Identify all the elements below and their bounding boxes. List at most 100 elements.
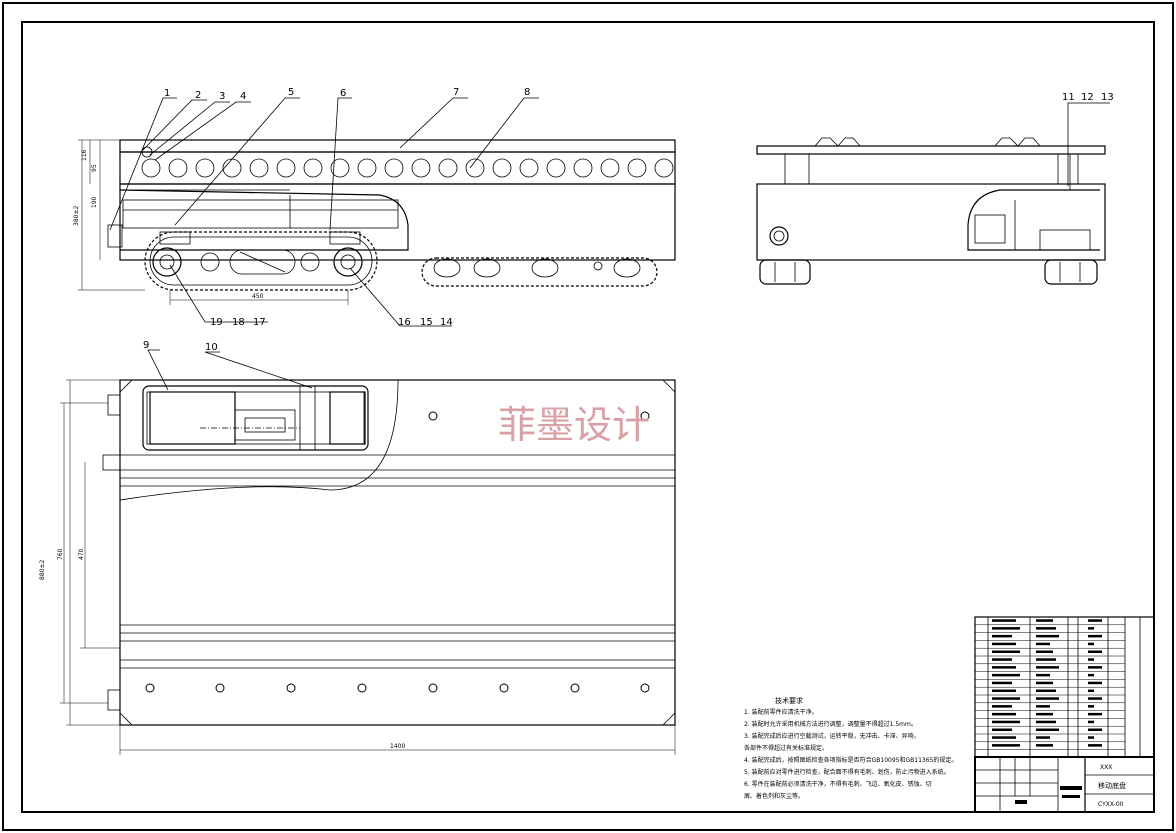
tech-line-3: 3. 装配完成后应进行空载测试，运转平稳，无冲击、卡滞、异响， [744, 732, 920, 740]
front-view [78, 139, 676, 305]
tech-line-8: 屑、着色剂和灰尘等。 [744, 792, 804, 800]
parts-row-material-mark [1088, 619, 1102, 622]
title-block: XXX 移动底盘 CYXX-00 [974, 756, 1155, 813]
parts-row-code-mark [992, 650, 1020, 653]
parts-row-material-mark [1088, 689, 1094, 692]
dim-380: 380±2 [73, 206, 80, 226]
balloon-12: 12 [1081, 92, 1094, 103]
inner-border [21, 21, 1155, 813]
parts-row-material-mark [1088, 634, 1102, 638]
parts-row-code-mark [992, 712, 1016, 716]
parts-row-name-mark [1036, 736, 1050, 739]
balloon-19: 19 [210, 317, 223, 328]
parts-row-name-mark [1036, 619, 1053, 622]
parts-row-name-mark [1036, 627, 1056, 630]
side-view [756, 102, 1110, 285]
top-leaders [109, 97, 539, 327]
title-code: XXX [1100, 764, 1112, 771]
dim-880: 880±2 [39, 560, 46, 580]
parts-row-code-mark [992, 697, 1020, 700]
balloon-9: 9 [143, 340, 149, 351]
parts-row-material-mark [1088, 728, 1102, 731]
top-view [60, 349, 676, 755]
parts-row-material-mark [1088, 666, 1102, 669]
watermark: 菲墨设计 [498, 403, 650, 447]
parts-row-name-mark [1036, 689, 1056, 692]
parts-row-code-mark [992, 642, 1016, 646]
balloon-8: 8 [524, 87, 530, 98]
balloon-10: 10 [205, 342, 218, 353]
dim-95: 95 [91, 164, 98, 172]
balloon-14: 14 [440, 317, 453, 328]
dim-760: 760 [57, 548, 64, 560]
conveyor-rollers [141, 158, 674, 178]
parts-row-name-mark [1036, 650, 1053, 653]
technical-requirements: 技术要求 1. 装配前零件应清洗干净。 2. 装配时允许采用机械方法进行调整，调… [744, 696, 957, 800]
dim-1400: 1400 [390, 743, 405, 750]
parts-row-code-mark [992, 619, 1016, 622]
parts-row-material-mark [1088, 658, 1094, 661]
tech-line-7: 6. 零件在装配前必须清洗干净，不得有毛刺、飞边、氧化皮、锈蚀、切 [744, 780, 932, 788]
title-drawing-no: CYXX-00 [1098, 801, 1124, 808]
parts-row-material-mark [1088, 627, 1094, 630]
parts-row-material-mark [1088, 705, 1094, 708]
parts-row-name-mark [1036, 634, 1059, 638]
parts-row-code-mark [992, 720, 1020, 724]
parts-row-code-mark [992, 673, 1020, 677]
balloon-16: 16 [398, 317, 411, 328]
tech-line-6: 5. 装配前应对零件进行检查，配合面不得有毛刺、划伤，防止污物进入系统。 [744, 768, 950, 776]
balloon-15: 15 [420, 317, 433, 328]
balloon-5: 5 [288, 87, 294, 98]
balloon-7: 7 [453, 87, 459, 98]
parts-row-code-mark [992, 689, 1016, 692]
parts-row-name-mark [1036, 720, 1056, 724]
parts-row-name-mark [1036, 697, 1059, 700]
balloon-4: 4 [240, 91, 246, 102]
left-track [144, 231, 378, 291]
parts-row-name-mark [1036, 658, 1056, 661]
parts-row-name-mark [1036, 642, 1050, 646]
parts-row-name-mark [1036, 666, 1059, 669]
parts-list [974, 616, 1155, 758]
balloon-18: 18 [232, 317, 245, 328]
parts-row-code-mark [992, 705, 1012, 708]
balloon-13: 13 [1101, 92, 1114, 103]
parts-row-code-mark [992, 658, 1012, 661]
dim-470: 470 [78, 548, 85, 560]
parts-row-code-mark [992, 728, 1012, 731]
parts-row-material-mark [1088, 697, 1102, 700]
dim-190: 190 [91, 196, 98, 208]
balloon-3: 3 [219, 91, 225, 102]
balloon-1: 1 [164, 88, 170, 99]
parts-row-material-mark [1088, 744, 1102, 747]
balloon-17: 17 [253, 317, 266, 328]
parts-row-name-mark [1036, 744, 1053, 747]
parts-row-code-mark [992, 744, 1020, 747]
parts-row-name-mark [1036, 681, 1053, 685]
parts-row-code-mark [992, 681, 1012, 685]
balloon-11: 11 [1062, 92, 1075, 103]
parts-row-code-mark [992, 666, 1016, 669]
parts-row-material-mark [1088, 720, 1094, 724]
tech-line-2: 2. 装配时允许采用机械方法进行调整，调整量不得超过1.5mm。 [744, 720, 917, 728]
tech-line-4: 各部件不得超过有关标准规定。 [744, 744, 828, 752]
tech-line-1: 1. 装配前零件应清洗干净。 [744, 708, 818, 716]
parts-row-code-mark [992, 627, 1020, 630]
dim-450: 450 [252, 293, 264, 300]
parts-row-material-mark [1088, 736, 1094, 739]
parts-row-code-mark [992, 736, 1016, 739]
parts-row-material-mark [1088, 712, 1102, 716]
balloon-6: 6 [340, 88, 346, 99]
right-track [421, 257, 658, 287]
parts-row-name-mark [1036, 673, 1050, 677]
parts-row-name-mark [1036, 705, 1050, 708]
parts-row-name-mark [1036, 712, 1053, 716]
parts-row-name-mark [1036, 728, 1059, 731]
parts-row-material-mark [1088, 650, 1102, 653]
parts-row-code-mark [992, 634, 1012, 638]
title-name: 移动底盘 [1098, 781, 1126, 790]
parts-row-material-mark [1088, 681, 1102, 685]
tech-line-5: 4. 装配完成后，按照图纸检查各项指标是否符合GB10095和GB11365的规… [744, 756, 957, 764]
